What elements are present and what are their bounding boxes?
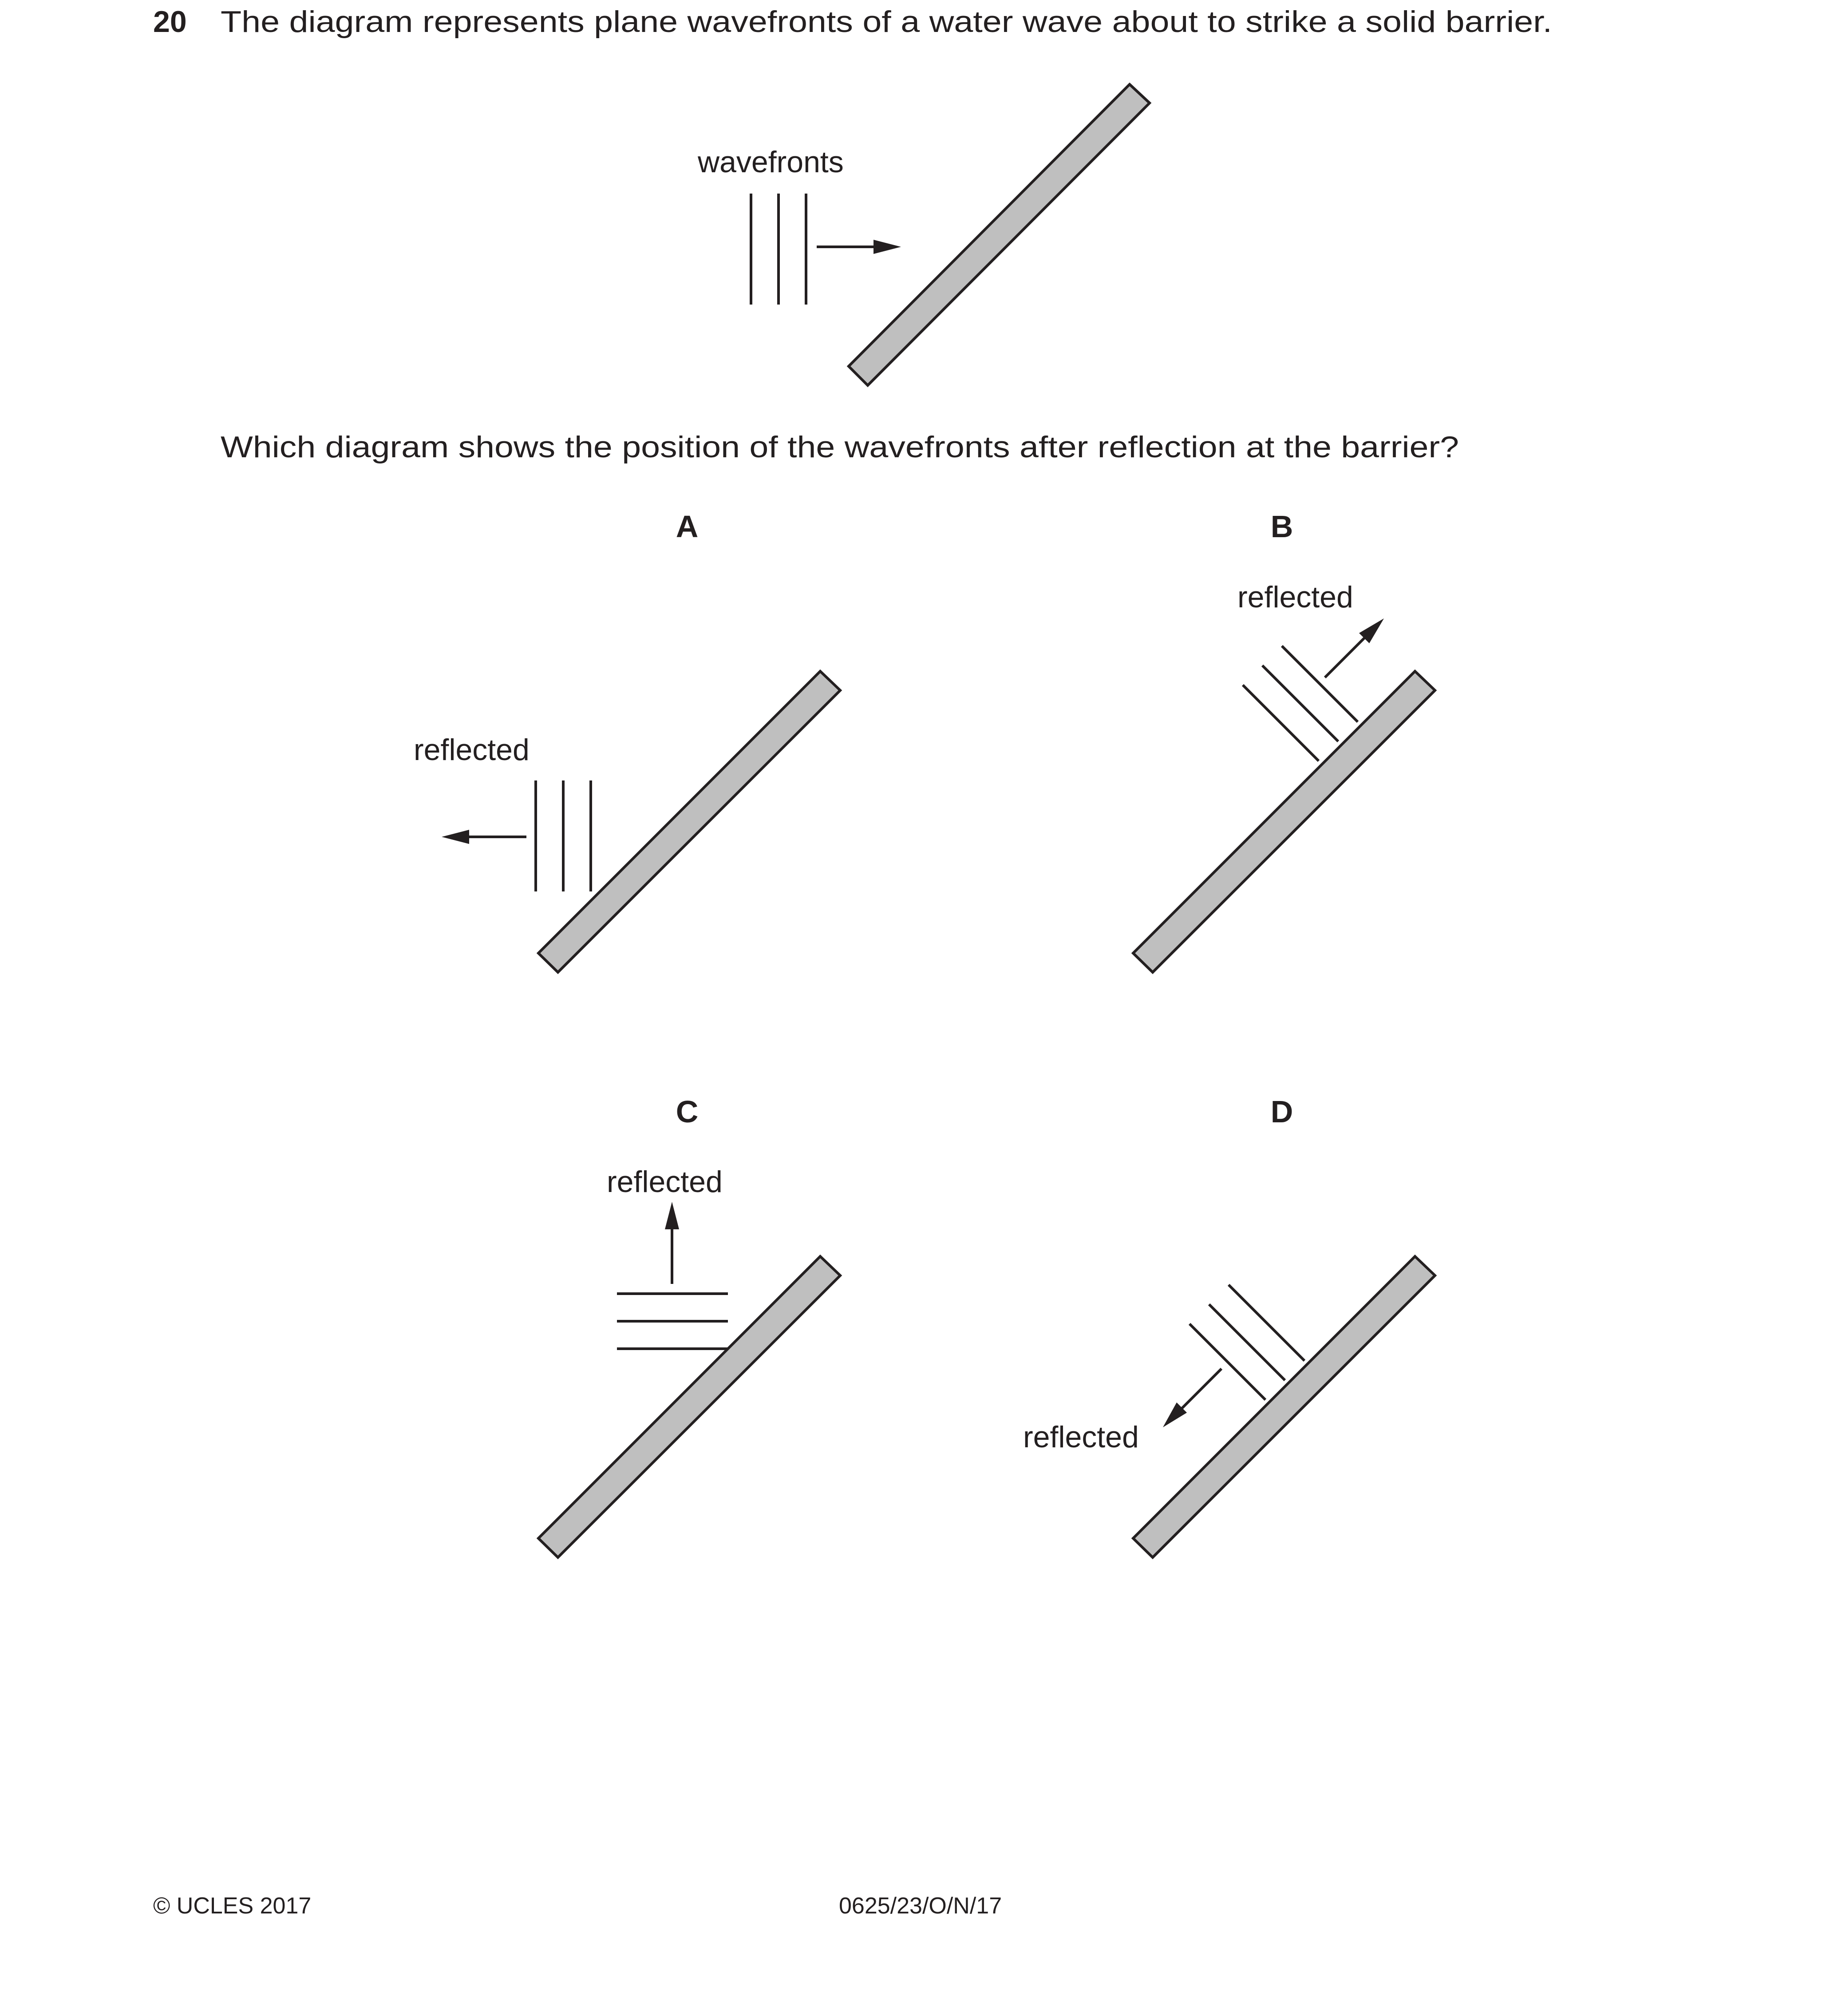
option-c[interactable]: C reflected: [536, 1094, 842, 1560]
option-d-arrow-head: [1163, 1402, 1187, 1427]
option-d-wavefront-3: [1227, 1283, 1306, 1362]
option-a-barrier: [536, 669, 842, 974]
option-d-barrier: [1131, 1254, 1437, 1560]
question-number: 20: [153, 5, 187, 39]
option-b-letter: B: [1271, 509, 1293, 544]
option-a-arrow-head: [442, 830, 469, 844]
option-b-arrow-shaft: [1324, 634, 1368, 679]
option-c-label: reflected: [607, 1165, 723, 1199]
option-b-label: reflected: [1237, 580, 1353, 614]
option-d-letter: D: [1271, 1094, 1293, 1129]
footer-paper-code: 0625/23/O/N/17: [839, 1893, 1002, 1919]
option-d-arrow-shaft: [1179, 1367, 1223, 1411]
option-a-label: reflected: [414, 733, 530, 767]
wavefronts-label: wavefronts: [697, 145, 844, 179]
option-d-wavefront-2: [1208, 1303, 1286, 1382]
option-d[interactable]: D reflected: [1023, 1094, 1437, 1560]
option-a[interactable]: A reflected: [414, 509, 842, 974]
option-d-label: reflected: [1023, 1420, 1139, 1454]
question-prompt: Which diagram shows the position of the …: [221, 430, 1459, 464]
option-d-wavefront-1: [1188, 1323, 1267, 1401]
option-b-wavefront-3: [1281, 645, 1359, 723]
option-c-barrier: [536, 1254, 842, 1560]
option-b[interactable]: B reflected: [1131, 509, 1437, 974]
main-diagram: wavefronts: [697, 82, 1152, 388]
option-b-wavefront-2: [1261, 664, 1340, 743]
option-c-letter: C: [676, 1094, 699, 1129]
incident-arrow-head: [874, 240, 901, 254]
option-c-arrow-head: [665, 1202, 679, 1229]
footer-copyright: © UCLES 2017: [153, 1893, 311, 1919]
question-stem: The diagram represents plane wavefronts …: [221, 5, 1552, 39]
option-b-wavefront-1: [1241, 684, 1320, 762]
option-a-letter: A: [676, 509, 699, 544]
option-b-barrier: [1131, 669, 1437, 974]
option-b-arrow-head: [1359, 618, 1384, 643]
barrier: [846, 82, 1152, 388]
